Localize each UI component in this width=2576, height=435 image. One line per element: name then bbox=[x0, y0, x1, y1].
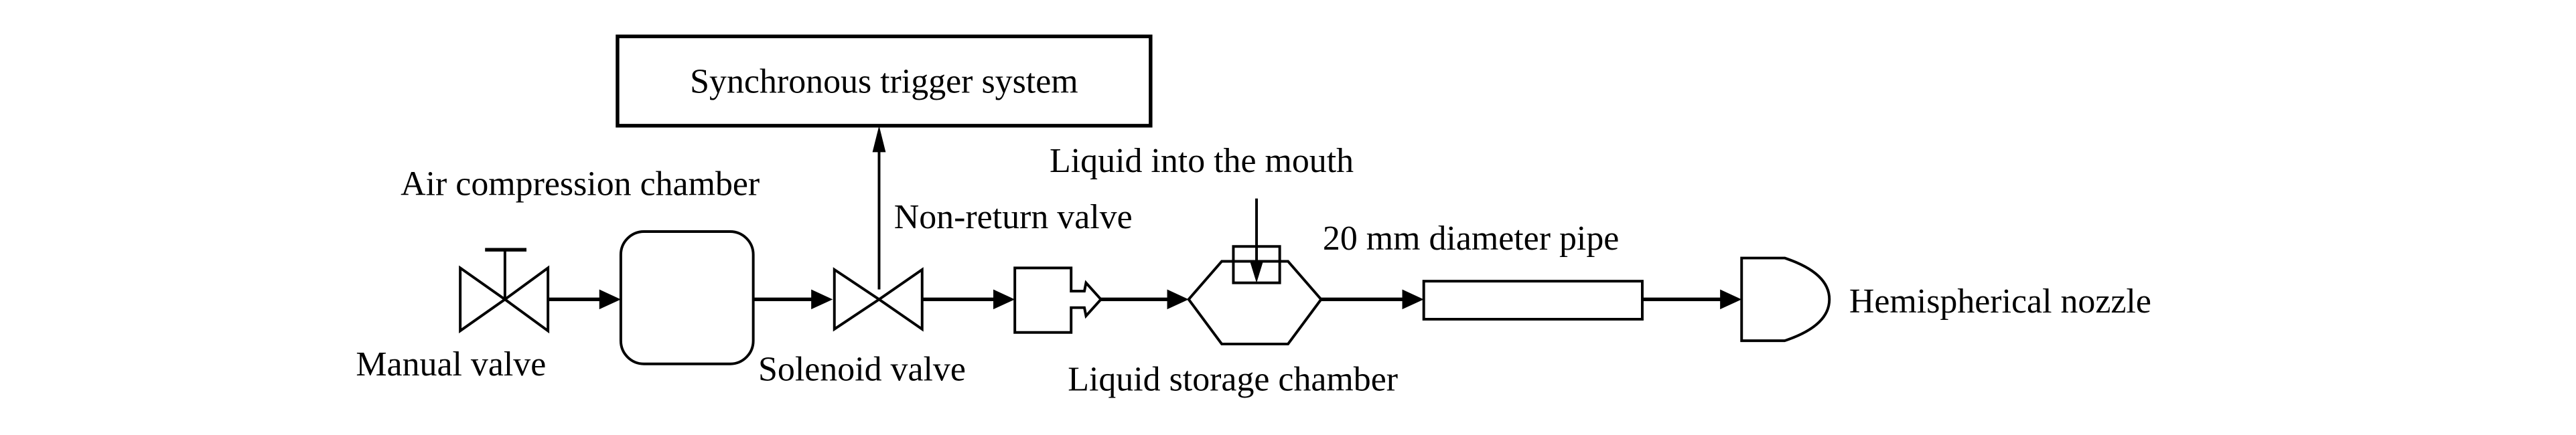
arrowhead-icon bbox=[1720, 289, 1742, 310]
pipe-shape bbox=[1422, 280, 1644, 321]
solenoid-valve-node: Solenoid valve bbox=[758, 267, 966, 388]
arrowhead-icon bbox=[1167, 289, 1189, 310]
air-compression-chamber-label: Air compression chamber bbox=[401, 165, 760, 203]
check-valve-to-storage-arrow bbox=[1100, 289, 1189, 310]
arrowhead-icon bbox=[872, 125, 886, 153]
arrowhead-icon bbox=[1402, 289, 1424, 310]
pipe-label: 20 mm diameter pipe bbox=[1323, 220, 1619, 258]
pipe-node: 20 mm diameter pipe bbox=[1323, 220, 1644, 321]
manual-to-chamber-arrow bbox=[548, 289, 621, 310]
hemispherical-nozzle-node: Hemispherical nozzle bbox=[1740, 256, 2151, 343]
non-return-valve-label: Non-return valve bbox=[894, 198, 1133, 236]
solenoid-to-check-valve-arrow bbox=[922, 289, 1015, 310]
hemispherical-nozzle-label: Hemispherical nozzle bbox=[1849, 282, 2151, 321]
arrowhead-icon bbox=[599, 289, 621, 310]
trigger-system-box bbox=[616, 34, 1153, 128]
hemispherical-nozzle-shape bbox=[1740, 256, 1831, 343]
manual-valve-label: Manual valve bbox=[356, 345, 546, 383]
solenoid-to-trigger-arrow bbox=[872, 125, 886, 290]
trigger-system-node: Synchronous trigger system bbox=[616, 34, 1153, 128]
storage-to-pipe-arrow bbox=[1321, 289, 1424, 310]
pipe-to-nozzle-arrow bbox=[1642, 289, 1742, 310]
chamber-to-solenoid-arrow bbox=[753, 289, 833, 310]
manual-valve-icon bbox=[459, 248, 550, 334]
liquid-storage-chamber-node: Liquid storage chamber bbox=[1068, 198, 1398, 398]
arrowhead-icon bbox=[811, 289, 833, 310]
arrowhead-icon bbox=[993, 289, 1015, 310]
non-return-valve-icon bbox=[1013, 266, 1103, 334]
manual-valve-node: Manual valve bbox=[356, 248, 550, 383]
liquid-inlet-label: Liquid into the mouth bbox=[1050, 142, 1354, 180]
liquid-storage-chamber-label: Liquid storage chamber bbox=[1068, 360, 1398, 398]
solenoid-valve-label: Solenoid valve bbox=[758, 350, 966, 388]
arrowhead-icon bbox=[1250, 261, 1263, 283]
trigger-system-label: Synchronous trigger system bbox=[690, 62, 1078, 100]
air-compression-chamber-shape bbox=[619, 230, 755, 365]
